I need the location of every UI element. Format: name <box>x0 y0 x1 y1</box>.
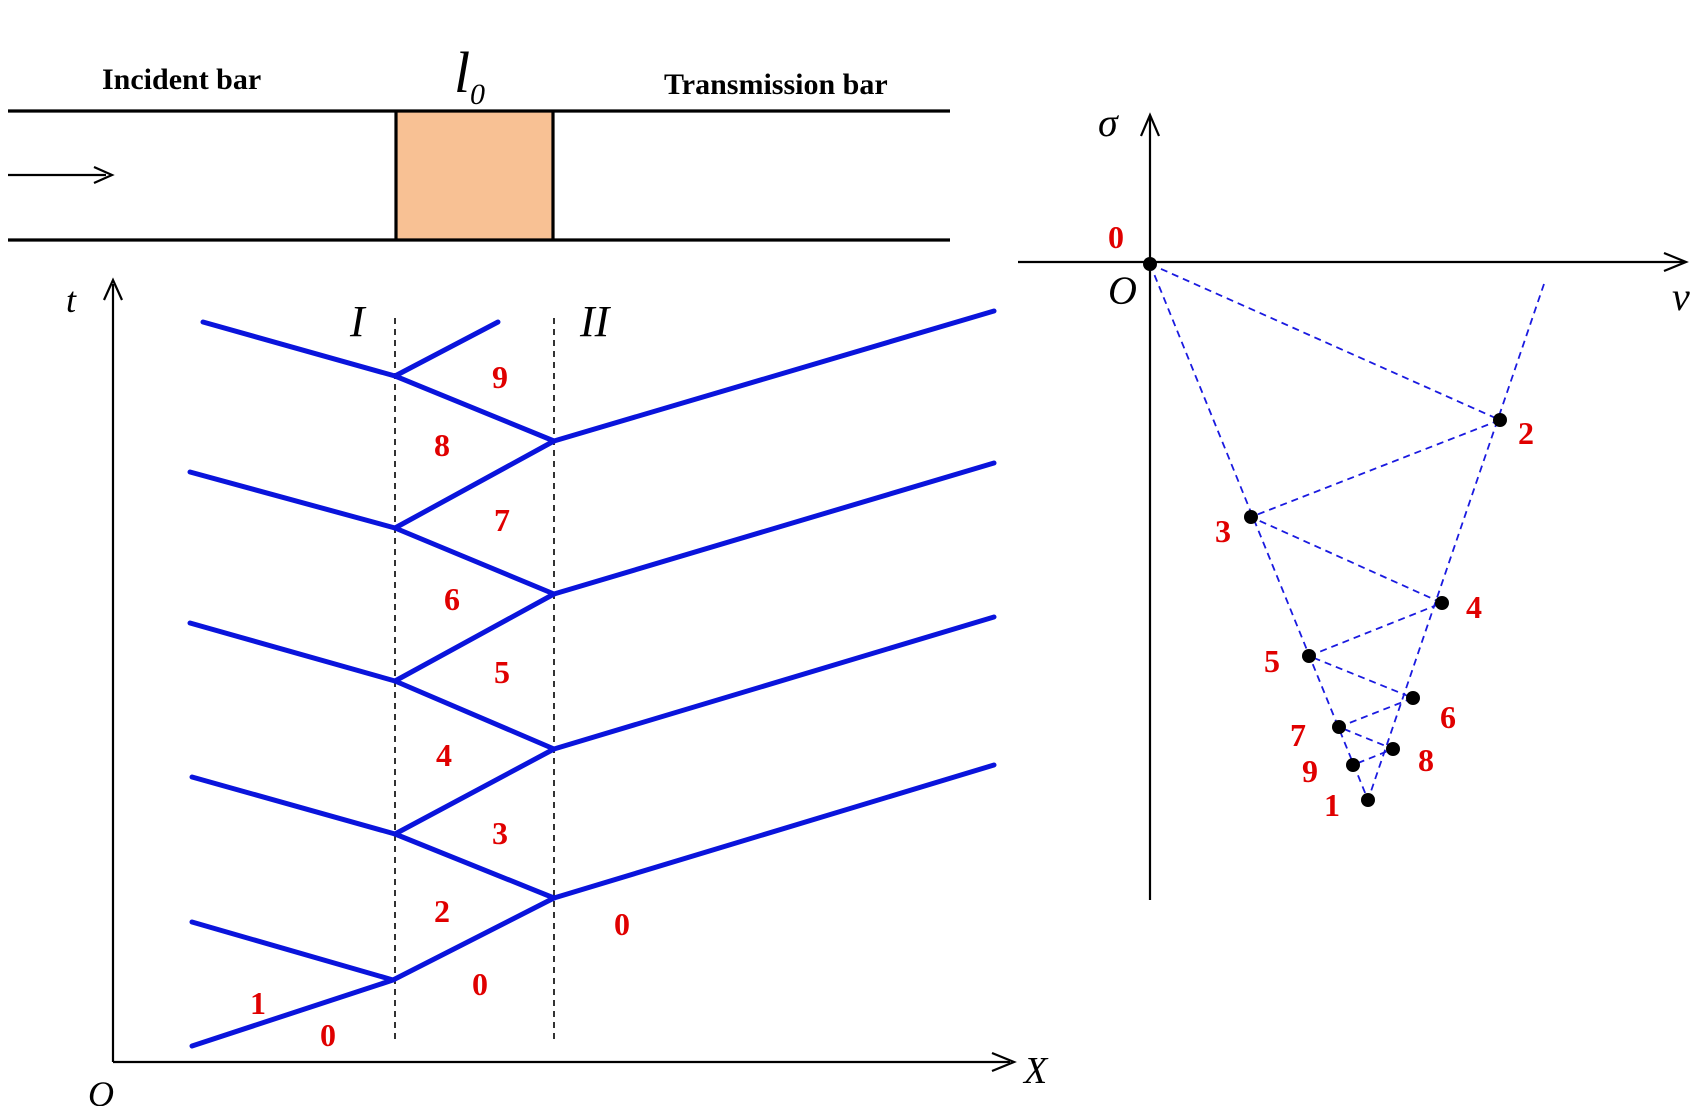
specimen-length-subscript: 0 <box>470 78 485 111</box>
sigma-axis <box>1139 112 1161 900</box>
state-point <box>1332 720 1346 734</box>
state-label: 7 <box>1290 717 1306 753</box>
region-label: 8 <box>434 427 450 463</box>
state-label: 8 <box>1418 742 1434 778</box>
internal-wave-8 <box>392 373 557 444</box>
incident-arrow <box>8 165 115 185</box>
reflected-wave-1 <box>189 919 396 983</box>
state-labels: 2 3 4 5 6 7 8 9 1 <box>1215 415 1534 823</box>
state-point <box>1361 793 1375 807</box>
region-label: 1 <box>250 985 266 1021</box>
state-path-lines <box>1149 263 1545 801</box>
region-label: 0 <box>320 1017 336 1053</box>
x-axis-label: X <box>1022 1050 1049 1092</box>
xt-origin-label: O <box>88 1074 114 1106</box>
reflected-wave-3 <box>187 620 398 684</box>
v-axis-label: v <box>1672 274 1690 319</box>
v-axis <box>1018 251 1689 273</box>
state-point <box>1244 510 1258 524</box>
reflected-wave-5 <box>200 319 398 379</box>
transmission-bar-label: Transmission bar <box>664 68 888 101</box>
region-label: 0 <box>472 966 488 1002</box>
reflected-wave-4 <box>187 469 398 531</box>
t-axis <box>102 277 124 1062</box>
transmitted-wave-4 <box>551 308 997 444</box>
region-label: 7 <box>494 502 510 538</box>
region-labels: 1 0 0 0 2 3 4 5 6 7 8 9 <box>250 359 630 1053</box>
internal-wave-2 <box>392 831 557 901</box>
incident-bar-label: Incident bar <box>102 63 261 96</box>
wave-paths <box>187 308 997 1049</box>
interface-I-label: I <box>349 297 367 346</box>
internal-wave-4 <box>392 678 557 752</box>
internal-wave-5 <box>392 591 557 684</box>
state-point <box>1346 758 1360 772</box>
internal-wave-9 <box>392 319 501 379</box>
region-label: 5 <box>494 654 510 690</box>
origin-state-label: 0 <box>1108 219 1124 255</box>
state-origin-label: O <box>1108 268 1137 313</box>
state-point <box>1493 413 1507 427</box>
state-label: 3 <box>1215 513 1231 549</box>
region-label: 9 <box>492 359 508 395</box>
sigma-axis-label: σ <box>1098 100 1119 145</box>
specimen-length-symbol: l <box>454 40 470 105</box>
bar-schematic: Incident bar Transmission bar l 0 <box>8 40 950 242</box>
internal-wave-1 <box>390 895 557 983</box>
internal-wave-6 <box>392 525 557 597</box>
state-label: 1 <box>1324 787 1340 823</box>
x-axis <box>113 1051 1017 1073</box>
interface-II-label: II <box>579 297 612 346</box>
transmitted-wave-1 <box>551 762 997 901</box>
state-label: 2 <box>1518 415 1534 451</box>
specimen <box>396 111 553 240</box>
region-label: 6 <box>444 581 460 617</box>
xt-diagram: t X O I II <box>66 277 1049 1106</box>
internal-wave-3 <box>392 746 557 837</box>
region-label: 3 <box>492 815 508 851</box>
state-diagram: σ v O 0 2 3 4 5 6 <box>1018 100 1690 900</box>
state-label: 4 <box>1466 589 1482 625</box>
region-label: 4 <box>436 737 452 773</box>
t-axis-label: t <box>66 280 77 320</box>
state-point <box>1406 691 1420 705</box>
internal-wave-7 <box>392 438 557 531</box>
state-label: 6 <box>1440 699 1456 735</box>
state-point <box>1435 596 1449 610</box>
state-point <box>1386 742 1400 756</box>
state-point <box>1143 257 1157 271</box>
state-points <box>1143 257 1507 807</box>
reflected-wave-2 <box>189 774 398 837</box>
state-point <box>1302 649 1316 663</box>
transmitted-wave-3 <box>551 460 997 597</box>
incident-wave <box>189 977 396 1049</box>
transmitted-wave-2 <box>551 614 997 752</box>
state-label: 5 <box>1264 643 1280 679</box>
state-label: 9 <box>1302 753 1318 789</box>
region-label: 2 <box>434 893 450 929</box>
region-label: 0 <box>614 906 630 942</box>
